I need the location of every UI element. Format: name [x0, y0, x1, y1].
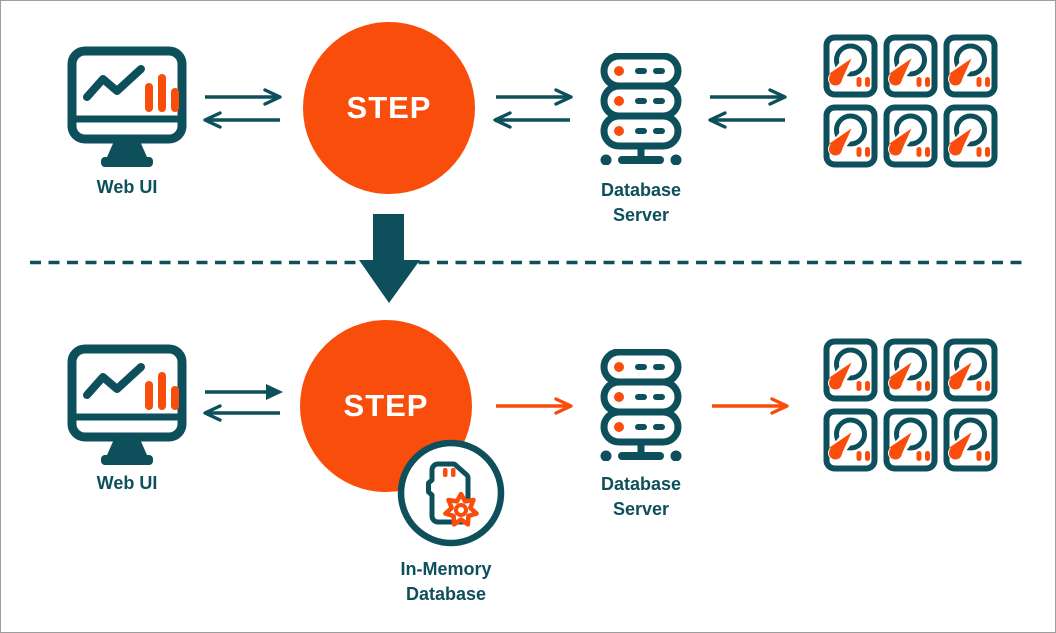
hard-disk-icon	[883, 34, 938, 98]
database-server-label: Database Server	[600, 180, 682, 225]
disk-array	[823, 34, 999, 168]
dashed-divider-line	[30, 260, 1027, 265]
disk-array	[823, 338, 999, 472]
arrow-db-to-storage-icon	[711, 397, 791, 415]
step-label: STEP	[346, 90, 432, 125]
hard-disk-icon	[943, 34, 998, 98]
hard-disk-icon	[883, 408, 938, 472]
web-ui-icon	[65, 343, 189, 469]
arrow-step-to-db-icon	[495, 88, 575, 106]
step-node: STEP	[303, 22, 475, 194]
step-label: STEP	[343, 388, 429, 423]
transition-down-arrow-icon	[359, 214, 420, 303]
in-memory-database-label: In-Memory Database	[400, 559, 492, 604]
arrow-step-to-db-icon	[495, 397, 575, 415]
web-ui-label: Web UI	[96, 473, 158, 493]
hard-disk-icon	[823, 104, 878, 168]
arrow-step-to-webui-icon	[201, 111, 281, 129]
hard-disk-icon	[943, 338, 998, 402]
hard-disk-icon	[883, 104, 938, 168]
web-ui-label: Web UI	[96, 177, 158, 197]
in-memory-database-badge-icon	[397, 439, 505, 547]
database-server-label: Database Server	[600, 474, 682, 519]
arrow-db-to-step-icon	[491, 111, 571, 129]
hard-disk-icon	[943, 408, 998, 472]
arrow-storage-to-db-icon	[706, 111, 786, 129]
web-ui-icon	[65, 45, 189, 171]
hard-disk-icon	[943, 104, 998, 168]
hard-disk-icon	[823, 338, 878, 402]
arrow-webui-to-step-icon	[204, 383, 284, 401]
arrow-db-to-storage-icon	[709, 88, 789, 106]
hard-disk-icon	[883, 338, 938, 402]
hard-disk-icon	[823, 34, 878, 98]
arrow-webui-to-step-icon	[204, 88, 284, 106]
database-server-icon	[594, 349, 688, 461]
step-node: STEP	[300, 320, 472, 492]
hard-disk-icon	[823, 408, 878, 472]
database-server-icon	[594, 53, 688, 165]
arrow-step-to-webui-icon	[201, 404, 281, 422]
